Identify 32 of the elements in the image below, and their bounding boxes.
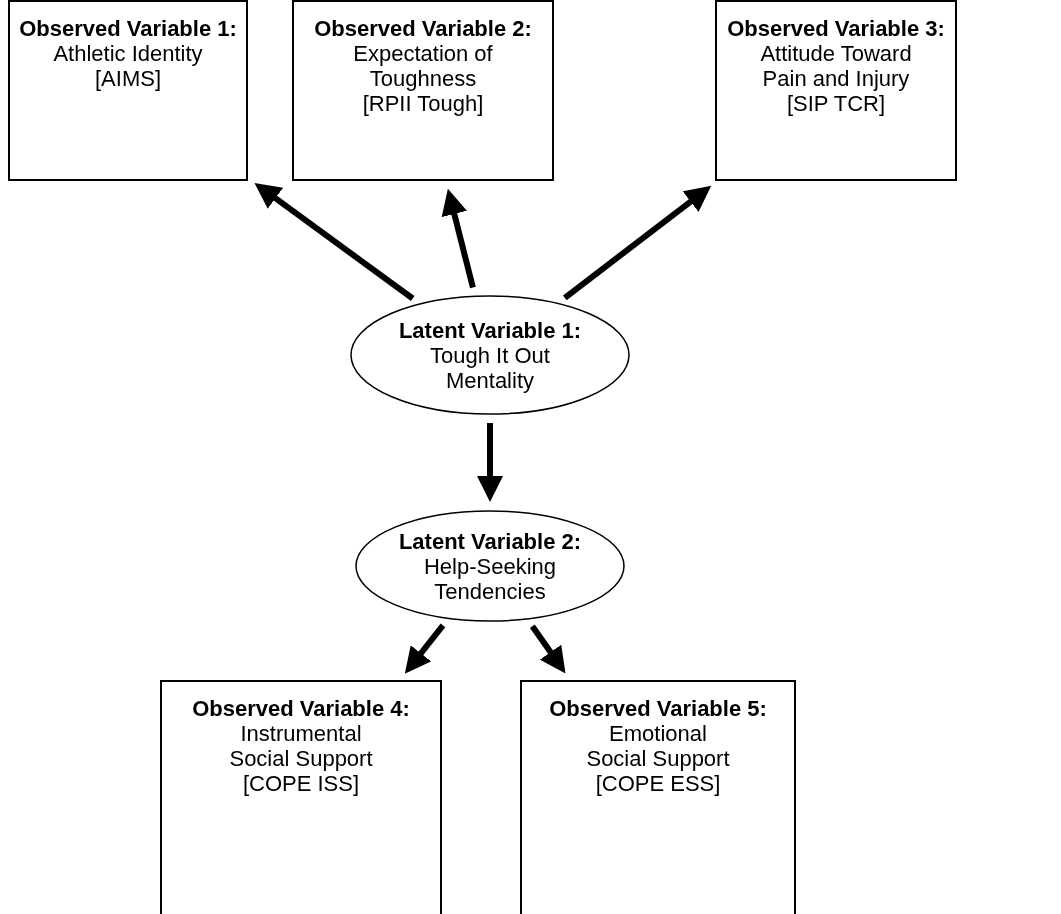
node-text: [AIMS] [95,66,161,91]
observed-variable-box [715,0,957,181]
node-heading: Latent Variable 2: [398,528,582,554]
node-text: Athletic Identity [53,41,203,66]
node-text: Tough It Out Mentality [429,342,551,393]
observed-variable-box [8,0,248,181]
observed-variable-box [292,0,554,181]
node-heading: Observed Variable 4: [192,696,410,721]
observed-variable-box [520,680,796,914]
node-heading: Observed Variable 3: [727,16,945,41]
node-text: Instrumental Social Support [228,721,374,771]
node-text: [SIP TCR] [786,91,886,116]
node-text: Expectation of Toughness [352,41,494,91]
arrow [477,423,503,502]
arrow [404,623,446,674]
node-text: [RPII Tough] [362,91,484,116]
latent-variable-ellipse [350,295,630,415]
node-text: [COPE ISS] [242,771,360,796]
node-text: [COPE ESS] [595,771,721,796]
node-text: Help-Seeking Tendencies [422,553,558,604]
node-heading: Observed Variable 1: [19,16,237,41]
arrow [254,182,415,301]
node-heading: Observed Variable 5: [549,696,767,721]
arrow [563,185,712,301]
node-heading: Latent Variable 1: [398,317,582,343]
arrow [441,188,476,289]
observed-variable-box [160,680,442,914]
latent-variable-ellipse [355,510,625,622]
node-text: Attitude Toward Pain and Injury [759,41,913,91]
arrow [529,624,566,674]
node-text: Emotional Social Support [585,721,731,771]
node-heading: Observed Variable 2: [314,16,532,41]
